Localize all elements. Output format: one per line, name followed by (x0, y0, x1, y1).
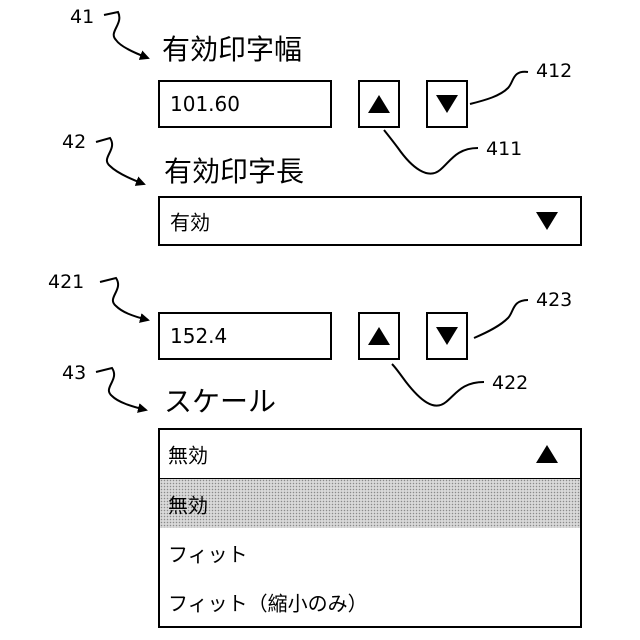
ref-41: 41 (70, 8, 94, 27)
scale-select-value: 無効 (168, 440, 208, 469)
print-length-value: 152.4 (170, 324, 227, 348)
triangle-up-icon (536, 445, 558, 463)
print-length-input[interactable]: 152.4 (158, 312, 332, 360)
leader-411 (384, 130, 478, 174)
print-length-select[interactable]: 有効 (158, 196, 582, 246)
leader-422 (392, 364, 484, 406)
print-length-label: 有効印字長 (164, 158, 304, 186)
leader-423 (474, 300, 528, 338)
ref-412: 412 (536, 62, 572, 81)
ref-43: 43 (62, 364, 86, 383)
ref-423: 423 (536, 291, 572, 310)
triangle-down-icon (436, 95, 458, 113)
triangle-down-icon (536, 212, 558, 230)
leader-42 (96, 138, 144, 184)
scale-label: スケール (164, 388, 276, 416)
print-length-up-button[interactable] (358, 312, 400, 360)
scale-option-fit[interactable]: フィット (160, 528, 580, 577)
triangle-up-icon (368, 327, 390, 345)
print-length-down-button[interactable] (426, 312, 468, 360)
leader-421 (100, 278, 148, 320)
triangle-down-icon (436, 327, 458, 345)
triangle-up-icon (368, 95, 390, 113)
scale-option-fit-shrink-only[interactable]: フィット（縮小のみ） (160, 577, 580, 626)
print-width-down-button[interactable] (426, 80, 468, 128)
print-width-up-button[interactable] (358, 80, 400, 128)
ref-421: 421 (48, 273, 84, 292)
leader-43 (96, 368, 146, 410)
scale-select[interactable]: 無効 無効 フィット フィット（縮小のみ） (158, 428, 582, 628)
print-width-input[interactable]: 101.60 (158, 80, 332, 128)
scale-option-disabled[interactable]: 無効 (160, 479, 580, 528)
print-width-label: 有効印字幅 (162, 36, 302, 64)
print-width-value: 101.60 (170, 92, 240, 116)
print-length-select-value: 有効 (170, 207, 210, 236)
ref-422: 422 (492, 374, 528, 393)
scale-option-label: 無効 (168, 489, 208, 518)
leader-41 (104, 12, 148, 58)
scale-option-label: フィット（縮小のみ） (168, 587, 368, 616)
ref-411: 411 (486, 140, 522, 159)
leader-412 (470, 72, 528, 104)
scale-option-label: フィット (168, 538, 248, 567)
ref-42: 42 (62, 133, 86, 152)
scale-select-current[interactable]: 無効 (160, 430, 580, 479)
